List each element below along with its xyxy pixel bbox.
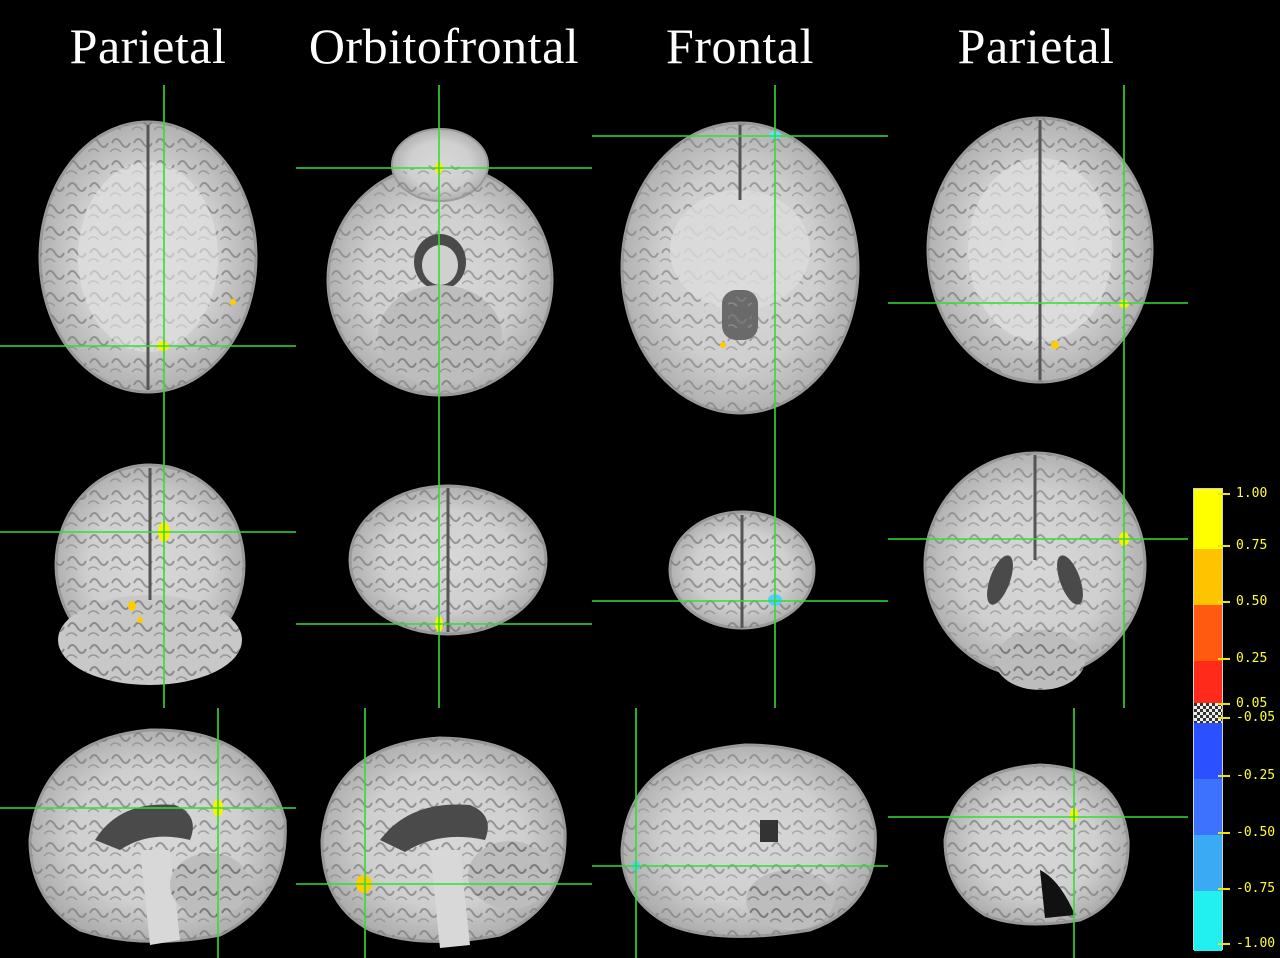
axial-slice-parietal-right [926, 116, 1154, 384]
sagittal-slice-frontal [620, 743, 877, 938]
column-title-orbitofrontal: Orbitofrontal [308, 18, 580, 74]
color-scale-label: 0.75 [1236, 538, 1268, 553]
color-scale-segment [1194, 661, 1222, 703]
color-scale-label: -0.25 [1236, 768, 1276, 783]
column-title-frontal: Frontal [666, 18, 814, 74]
color-scale-tick [1218, 601, 1230, 603]
color-scale-tick [1218, 775, 1230, 777]
coronal-slice-orbitofrontal [348, 484, 548, 636]
color-scale-label: 0.50 [1236, 594, 1268, 609]
color-scale-label: 0.05 [1236, 696, 1268, 711]
color-scale-label: 1.00 [1236, 486, 1268, 501]
color-scale-segment [1194, 891, 1222, 951]
color-scale-label: -0.75 [1236, 881, 1276, 896]
color-scale-tick [1218, 493, 1230, 495]
coronal-slice-parietal-right [923, 451, 1147, 690]
color-scale-segment [1194, 489, 1222, 549]
coronal-slice-frontal [668, 510, 816, 630]
color-scale-segment [1194, 835, 1222, 891]
color-scale-segment [1194, 723, 1222, 779]
crosshair-lines [0, 85, 1188, 958]
color-scale-segment [1194, 549, 1222, 605]
column-title-parietal-left: Parietal [69, 18, 227, 74]
color-scale-label: -1.00 [1236, 936, 1276, 951]
color-scale-segment [1194, 779, 1222, 835]
sagittal-slice-parietal-left [28, 728, 287, 945]
column-title-parietal-right: Parietal [957, 18, 1115, 74]
axial-slice-frontal [620, 121, 860, 415]
color-scale-tick [1218, 658, 1230, 660]
color-scale-tick [1218, 888, 1230, 890]
color-scale-segment [1194, 605, 1222, 661]
color-scale-label: -0.50 [1236, 825, 1276, 840]
color-scale-segment [1194, 703, 1222, 723]
color-scale-tick [1218, 717, 1230, 719]
color-scale-tick [1218, 703, 1230, 705]
coronal-slice-parietal-left [54, 463, 246, 685]
color-scale-bar [1193, 488, 1223, 951]
color-scale-label: -0.05 [1236, 710, 1276, 725]
sagittal-slice-orbitofrontal [320, 736, 567, 948]
color-scale-tick [1218, 545, 1230, 547]
color-scale-tick [1218, 832, 1230, 834]
axial-slice-orbitofrontal [326, 128, 554, 397]
color-scale-tick [1218, 943, 1230, 945]
sagittal-slice-parietal-right [943, 763, 1130, 926]
axial-slice-parietal-left [38, 120, 258, 394]
color-scale-label: 0.25 [1236, 651, 1268, 666]
